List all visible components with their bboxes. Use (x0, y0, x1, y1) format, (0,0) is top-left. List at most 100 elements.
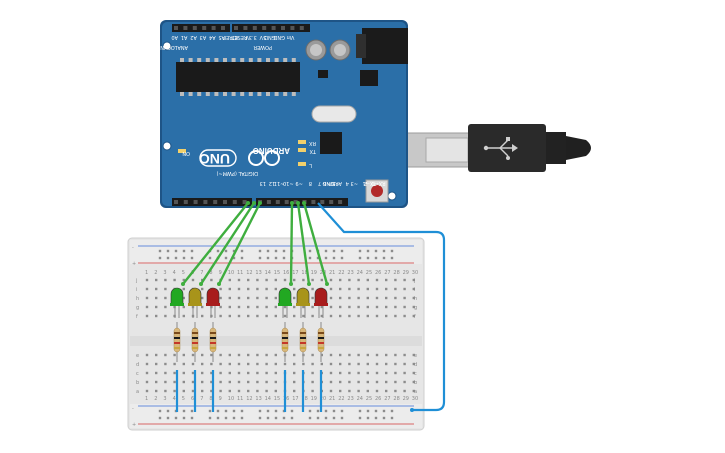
breadboard-hole (302, 278, 305, 282)
signal-wire[interactable] (217, 202, 262, 285)
header-hole (221, 26, 225, 30)
led-rim (314, 303, 328, 306)
rail-hole (382, 249, 386, 253)
resistor-band (210, 347, 216, 349)
breadboard-hole (201, 353, 204, 357)
rail-hole (358, 409, 362, 413)
breadboard-hole (366, 362, 369, 366)
column-number-label: 18 (301, 396, 307, 402)
rail-hole (190, 256, 194, 260)
led-green[interactable] (170, 287, 184, 305)
signal-wire[interactable] (199, 202, 256, 285)
breadboard-hole (403, 314, 406, 318)
breadboard-hole (339, 371, 342, 375)
resistor-band (318, 342, 324, 344)
breadboard-hole (293, 389, 296, 393)
rail-hole (266, 256, 270, 260)
row-letter-label: i (136, 287, 137, 293)
breadboard-hole (274, 305, 277, 309)
column-number-label: 5 (182, 270, 185, 276)
breadboard-hole (182, 362, 185, 366)
breadboard-hole (385, 305, 388, 309)
chip-pin (266, 58, 270, 62)
breadboard-hole (366, 314, 369, 318)
breadboard-hole (164, 389, 167, 393)
breadboard-hole (394, 353, 397, 357)
breadboard-hole (182, 314, 185, 318)
chip-pin (240, 58, 245, 62)
ground-wire[interactable] (317, 202, 446, 412)
signal-wire[interactable] (302, 202, 329, 285)
led-yellow[interactable] (188, 287, 202, 305)
header-hole (275, 200, 280, 204)
breadboard-hole (201, 389, 204, 393)
header-hole (271, 26, 276, 30)
breadboard-hole (403, 389, 406, 393)
signal-wire[interactable] (289, 202, 294, 285)
breadboard[interactable]: - + - + 11223344556677889910101111121213… (127, 237, 425, 431)
rail-hole (390, 409, 394, 413)
power-pin-label: GND (273, 34, 285, 40)
column-number-label: 27 (384, 396, 390, 402)
digital-pin-label: TX→1 (363, 180, 378, 186)
rail-hole (366, 249, 370, 253)
header-hole (243, 26, 248, 30)
breadboard-hole (403, 296, 406, 300)
chip-pin (205, 58, 210, 62)
rail-hole (258, 416, 262, 420)
breadboard-hole (357, 389, 360, 393)
rail-hole (390, 416, 394, 420)
wire-end (199, 282, 203, 286)
breadboard-hole (394, 371, 397, 375)
breadboard-hole (256, 362, 259, 366)
breadboard-hole (219, 371, 222, 375)
breadboard-hole (265, 353, 268, 357)
breadboard-hole (219, 353, 222, 357)
breadboard-hole (173, 362, 176, 366)
breadboard-hole (228, 296, 231, 300)
breadboard-hole (339, 287, 342, 291)
rail-hole (232, 416, 236, 420)
breadboard-hole (348, 389, 351, 393)
breadboard-hole (348, 362, 351, 366)
chip-pin (214, 58, 219, 62)
usb-cable-icon[interactable] (397, 124, 591, 172)
breadboard-hole (311, 296, 314, 300)
resistor-band (210, 337, 216, 339)
header-hole (202, 26, 207, 30)
column-number-label: 30 (412, 396, 418, 402)
chip-pin (283, 92, 288, 96)
wire-end (252, 201, 256, 205)
breadboard-hole (412, 353, 415, 357)
signal-wire[interactable] (296, 202, 311, 285)
rail-hole (332, 416, 336, 420)
row-letter-label: a (136, 389, 139, 395)
breadboard-hole (320, 314, 323, 318)
breadboard-hole (366, 371, 369, 375)
breadboard-hole (412, 380, 415, 384)
breadboard-hole (173, 389, 176, 393)
breadboard-hole (311, 380, 314, 384)
arduino-uno-board[interactable]: ANALOG IN POWER DIGITAL (PWM~) ARDUINO U… (160, 20, 408, 208)
led-green[interactable] (278, 287, 292, 305)
breadboard-hole (385, 278, 388, 282)
breadboard-hole (357, 371, 360, 375)
signal-wire[interactable] (182, 202, 249, 285)
header-hole (338, 200, 343, 204)
breadboard-hole (412, 296, 415, 300)
breadboard-hole (228, 353, 231, 357)
column-number-label: 29 (403, 270, 409, 276)
breadboard-hole (247, 389, 250, 393)
breadboard-hole (265, 305, 268, 309)
breadboard-hole (329, 380, 333, 384)
rail-hole (182, 249, 186, 253)
breadboard-hole (274, 296, 277, 300)
led-red[interactable] (314, 287, 328, 305)
led-yellow[interactable] (296, 287, 310, 305)
digital-pin-label: ~11 (274, 180, 285, 186)
led-red[interactable] (206, 287, 220, 305)
breadboard-hole (145, 380, 149, 384)
breadboard-hole (375, 389, 379, 393)
chip-pin (205, 92, 210, 96)
breadboard-hole (228, 305, 231, 309)
